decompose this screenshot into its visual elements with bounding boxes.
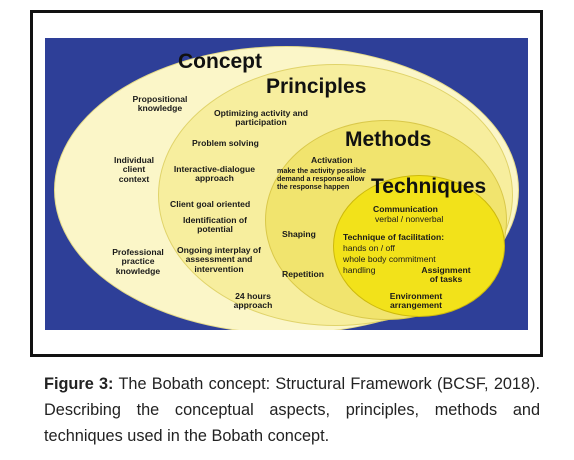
figure-caption: Figure 3: The Bobath concept: Structural… — [44, 371, 540, 449]
techniques-item-verbal-nonverbal: verbal / nonverbal — [375, 214, 444, 224]
techniques-item-technique-of-facilitation: Technique of facilitation: — [343, 232, 445, 242]
methods-item-shaping: Shaping — [282, 229, 316, 239]
principles-item-24-hours-approach: 24 hours approach — [233, 291, 273, 311]
techniques-item-communication: Communication — [373, 204, 438, 214]
techniques-item-assignment-of-tasks: Assignment of tasks — [421, 265, 471, 285]
principles-item-ongoing-interplay: Ongoing interplay of assessment and inte… — [176, 245, 262, 274]
methods-item-make-activity-possible: make the activity possible demand a resp… — [277, 166, 367, 191]
principles-item-problem-solving: Problem solving — [192, 138, 259, 148]
techniques-item-hands-on-off: hands on / off — [343, 243, 395, 253]
methods-title: Methods — [345, 128, 432, 151]
caption-label: Figure 3: — [44, 375, 114, 393]
methods-item-repetition: Repetition — [282, 269, 325, 279]
principles-item-client-goal-oriented: Client goal oriented — [170, 199, 251, 209]
concept-item-propositional-knowledge: Propositional knowledge — [132, 94, 188, 114]
caption-text: The Bobath concept: Structural Framework… — [44, 375, 540, 445]
techniques-item-environment-arrangement: Environment arrangement — [389, 291, 443, 311]
techniques-item-whole-body-commitment: whole body commitment — [343, 254, 436, 264]
techniques-ellipse — [333, 175, 505, 317]
principles-item-interactive-dialogue-approach: Interactive-dialogue approach — [173, 164, 256, 184]
concept-item-individual-client-context: Individual client context — [113, 155, 155, 184]
principles-item-identification-of-potential: Identification of potential — [183, 215, 247, 235]
techniques-title: Techniques — [371, 175, 487, 198]
principles-item-optimizing-activity: Optimizing activity and participation — [213, 108, 309, 128]
techniques-item-handling: handling — [343, 265, 376, 275]
concept-item-professional-practice-knowledge: Professional practice knowledge — [112, 247, 164, 276]
bobath-framework-diagram: Concept Propositional knowledge Individu… — [45, 38, 528, 330]
principles-title: Principles — [266, 75, 367, 98]
concept-title: Concept — [178, 50, 262, 73]
methods-item-activation: Activation — [311, 155, 353, 165]
